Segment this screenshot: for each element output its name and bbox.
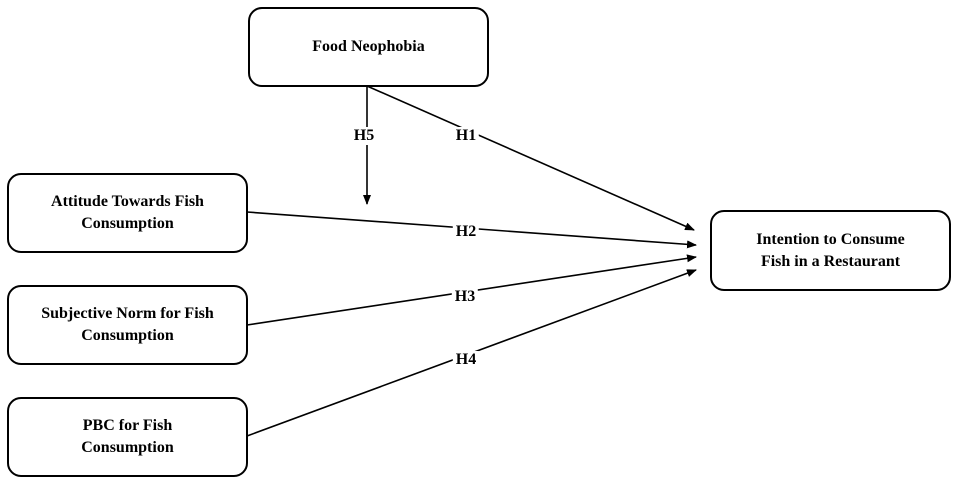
node-intention: Intention to Consume Fish in a Restauran… [710,210,951,291]
hypothesis-label-h4: H4 [452,351,480,369]
hypothesis-label-h1: H1 [452,127,480,145]
node-pbc-label-line2: Consumption [81,439,174,456]
node-attitude-label-line2: Consumption [81,215,174,232]
node-intention-label-line2: Fish in a Restaurant [760,252,901,270]
hypothesis-label-h3: H3 [451,288,479,306]
node-pbc-label-line1: PBC for Fish [82,417,173,434]
node-subjective-norm-label-line1: Subjective Norm for Fish [41,305,214,322]
node-attitude: Attitude Towards Fish Consumption [7,173,248,253]
node-intention-label-line1: Intention to Consume [756,230,905,248]
node-attitude-label-line1: Attitude Towards Fish [51,193,204,210]
node-food-neophobia: Food Neophobia [248,7,489,87]
node-food-neophobia-label: Food Neophobia [312,38,425,55]
hypothesis-label-h2: H2 [452,223,480,241]
hypothesis-label-h5: H5 [350,127,378,145]
node-pbc: PBC for Fish Consumption [7,397,248,477]
path-h1-arrow [366,85,695,231]
node-subjective-norm-label-line2: Consumption [81,327,174,344]
node-subjective-norm: Subjective Norm for Fish Consumption [7,285,248,365]
